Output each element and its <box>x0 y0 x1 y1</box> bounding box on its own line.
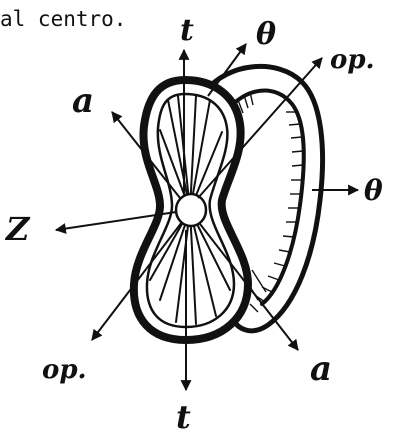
label-a-top-left: a <box>72 81 94 121</box>
label-z-left: Z <box>4 210 31 248</box>
label-a-bottom-right: a <box>310 349 332 389</box>
label-theta-top: θ <box>256 17 276 52</box>
label-op-top-right: op. <box>330 45 375 75</box>
arrow-a-lower-right <box>199 223 299 351</box>
arrow-theta-upper <box>207 43 247 97</box>
label-t-bottom: t <box>176 398 191 432</box>
text-fragment-al-centro: al centro. <box>0 7 126 31</box>
arrow-op-upper-right <box>197 57 323 199</box>
label-t-top: t <box>180 13 194 48</box>
central-hub <box>174 192 208 228</box>
label-op-bottom-left: op. <box>42 355 87 385</box>
arrow-a-upper-left <box>111 111 181 199</box>
label-theta-right: θ <box>364 174 383 207</box>
direction-arrows <box>54 43 360 392</box>
arrow-op-lower-left <box>91 221 183 341</box>
arrow-z-left <box>54 211 177 234</box>
